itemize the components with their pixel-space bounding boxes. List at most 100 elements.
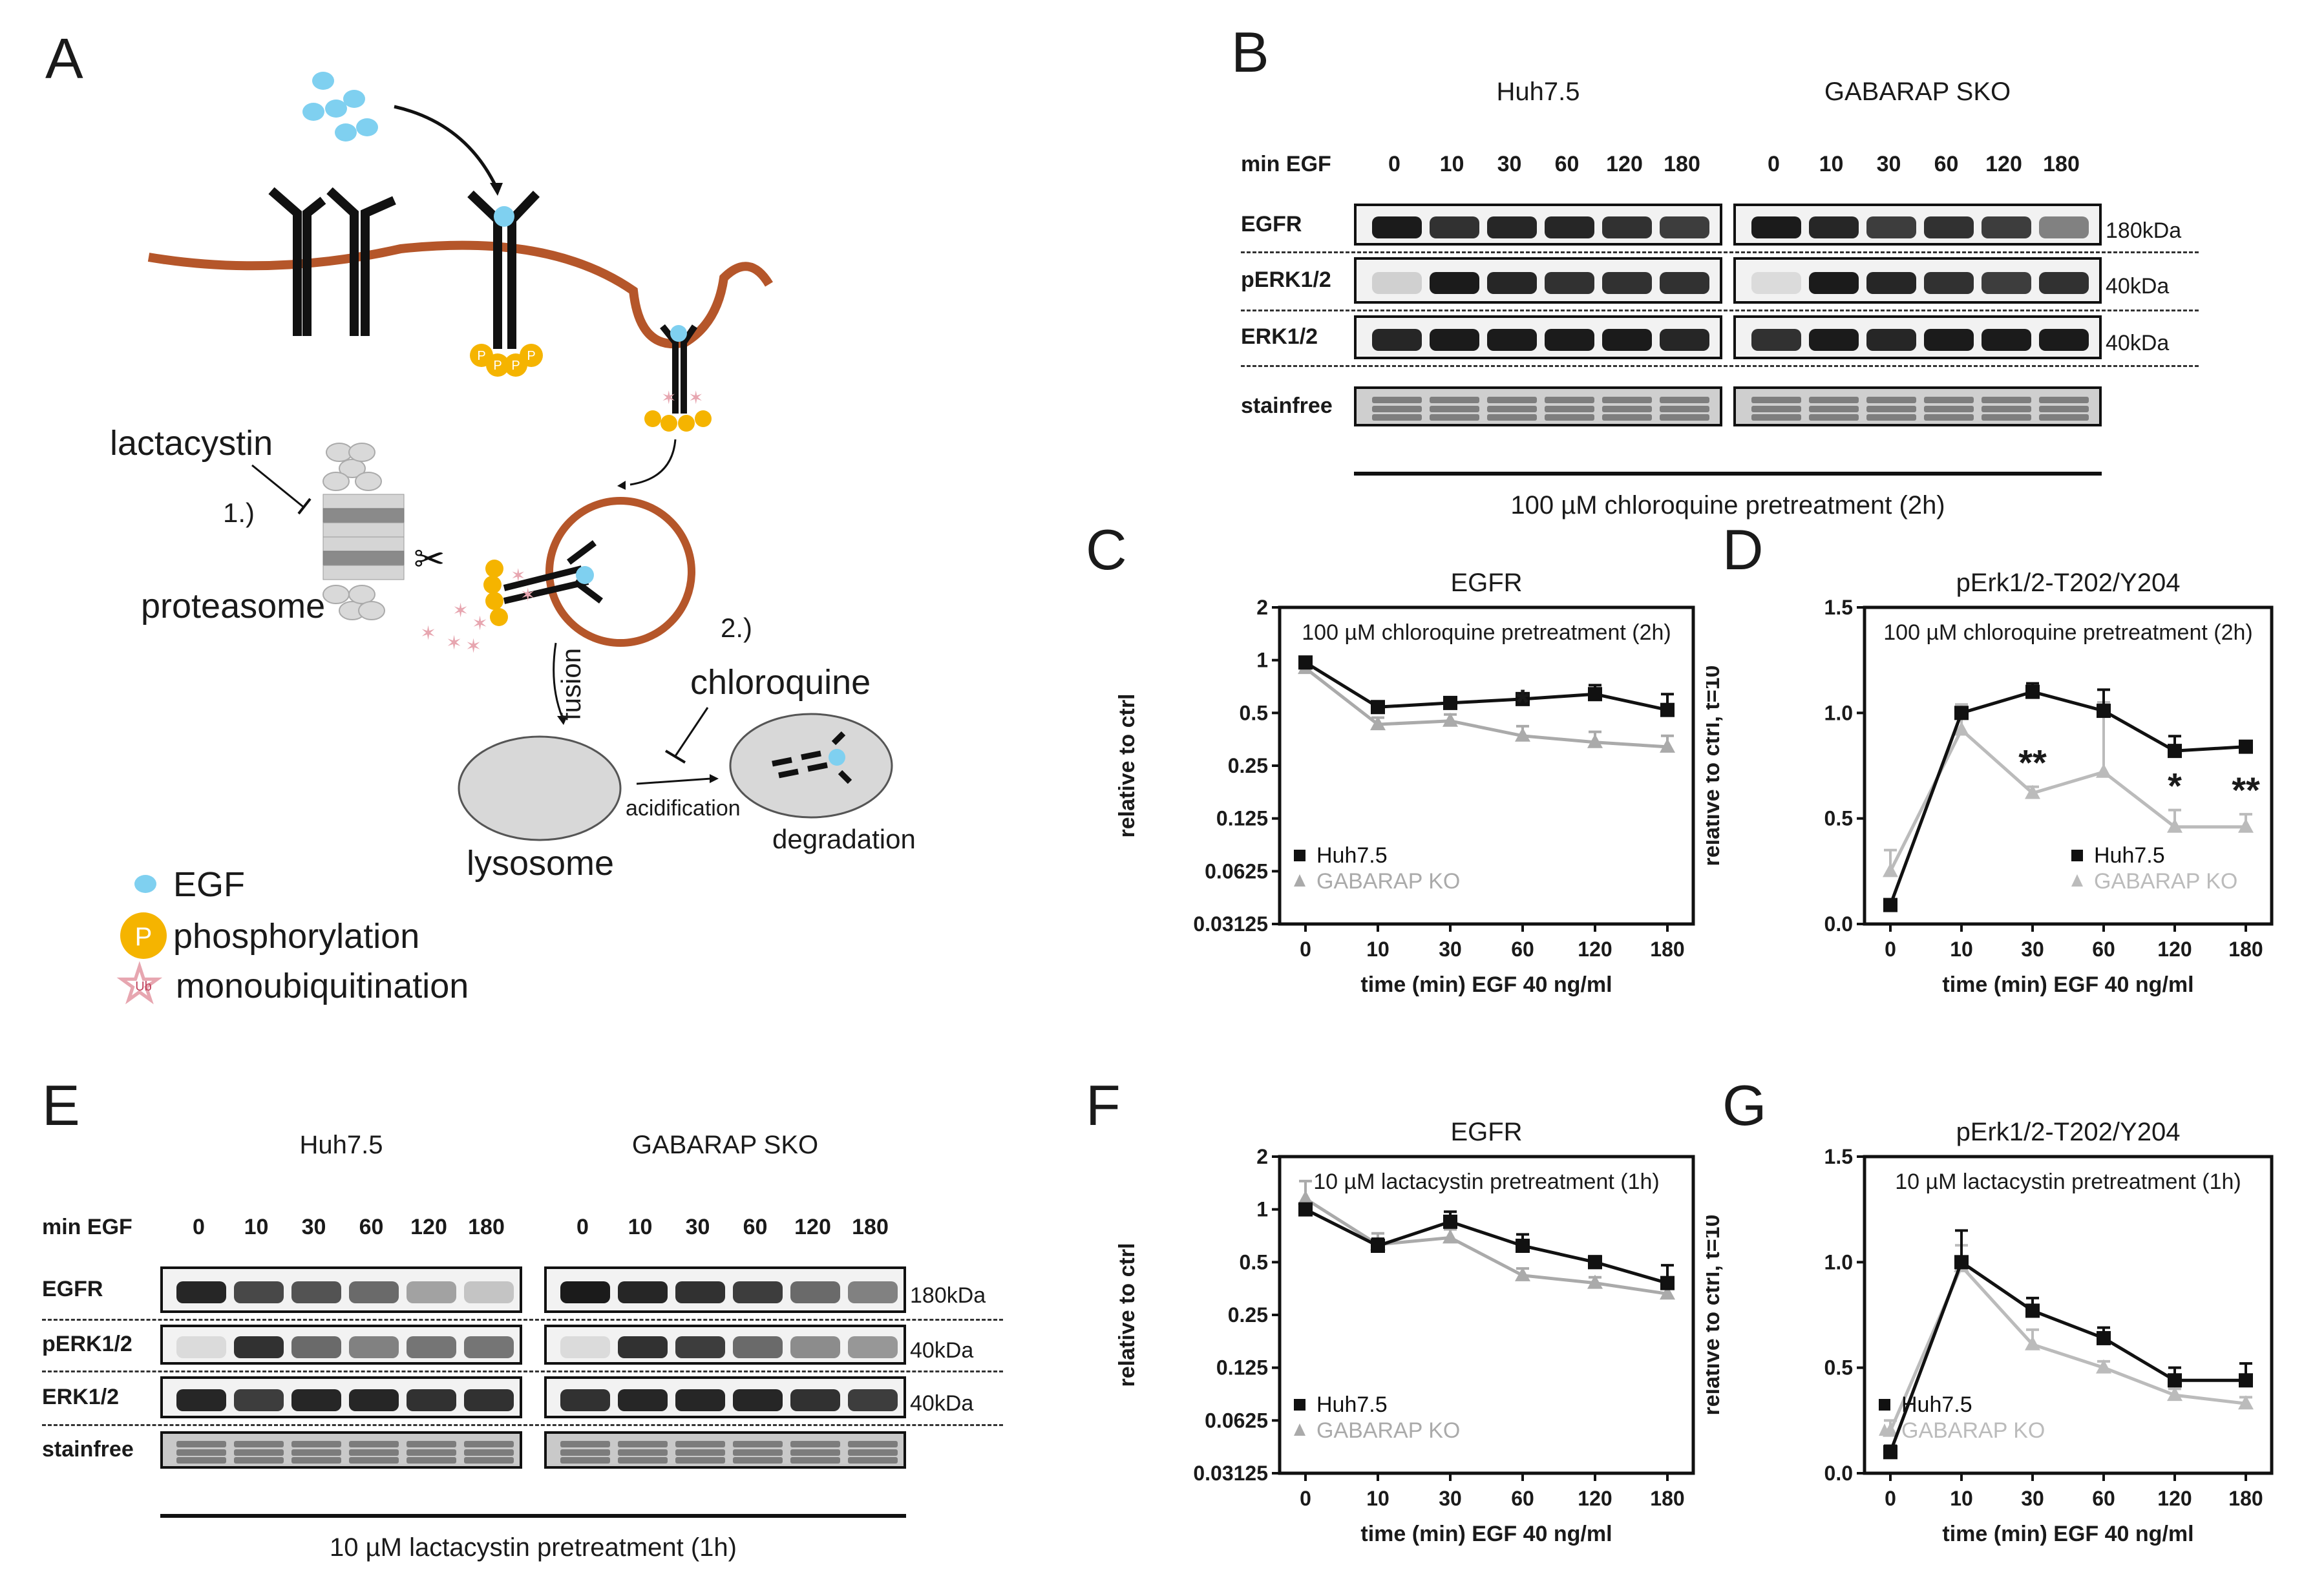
- plasma-membrane: [147, 240, 774, 349]
- y-tick-label: 0.25: [1228, 1303, 1268, 1327]
- legend-marker: [2071, 874, 2083, 887]
- data-point: [1587, 1274, 1603, 1289]
- stainfree-band: [1545, 414, 1594, 421]
- protein-band: [234, 1389, 284, 1411]
- stainfree-band: [234, 1441, 284, 1447]
- lactacystin-label: lactacystin: [110, 424, 273, 463]
- stainfree-band: [1602, 405, 1652, 412]
- y-tick-label: 1.5: [1824, 596, 1853, 619]
- plot-frame: [1863, 605, 2274, 926]
- protein-band: [1809, 272, 1859, 294]
- protein-band: [1660, 272, 1709, 294]
- proteasome-rings: [322, 494, 405, 580]
- stainfree-band: [675, 1449, 725, 1456]
- series-line: [1888, 727, 2246, 872]
- molecular-weight-label: 40kDa: [910, 1338, 974, 1363]
- protein-band: [733, 1336, 783, 1358]
- blot-strip: [160, 1325, 522, 1365]
- significance-marker: **: [2018, 742, 2047, 783]
- y-axis-label: relative to ctrl: [1115, 694, 1139, 838]
- data-point: [1660, 1285, 1675, 1300]
- stainfree-band: [1809, 405, 1859, 412]
- egf-dot-icon: [134, 875, 156, 893]
- x-axis-label: time (min) EGF 40 ng/ml: [1942, 1522, 2193, 1546]
- stainfree-band: [790, 1441, 840, 1447]
- step1-label: 1.): [223, 498, 255, 528]
- svg-text:P: P: [493, 359, 502, 373]
- protein-band: [1751, 216, 1801, 238]
- protein-band: [848, 1389, 898, 1411]
- y-tick-label: 0.125: [1216, 807, 1268, 830]
- protein-band: [1866, 329, 1916, 351]
- y-axis-label: relative to ctrl: [1115, 1243, 1139, 1387]
- ubiquitin-star-icon: ☆: [116, 955, 163, 1013]
- lane-timepoint: 180: [2043, 152, 2080, 176]
- egf-ligand-cluster: [302, 72, 378, 142]
- x-tick-label: 120: [2157, 1487, 2192, 1510]
- protein-band: [618, 1389, 668, 1411]
- lane-timepoint: 120: [1606, 152, 1643, 176]
- legend-label: GABARAP KO: [1316, 869, 1460, 894]
- svg-text:✶: ✶: [420, 623, 436, 644]
- protein-band: [733, 1281, 783, 1303]
- svg-text:Ub: Ub: [135, 980, 152, 994]
- legend-label: GABARAP KO: [2094, 869, 2237, 894]
- x-tick-label: 10: [1366, 1487, 1390, 1510]
- treatment-caption: 10 µM lactacystin pretreatment (1h): [330, 1533, 737, 1562]
- stainfree-band: [1430, 414, 1479, 421]
- protein-band: [176, 1336, 226, 1358]
- data-point: [2096, 1359, 2111, 1374]
- stainfree-band: [1809, 414, 1859, 421]
- x-axis-label: time (min) EGF 40 ng/ml: [1942, 972, 2193, 997]
- lane-timepoint: 30: [1497, 152, 1522, 176]
- fusion-label: fusion: [556, 647, 586, 720]
- stainfree-band: [1660, 396, 1709, 403]
- svg-text:✶: ✶: [688, 388, 703, 408]
- legend-label: Huh7.5: [1901, 1392, 1972, 1417]
- blot-strip: [1354, 204, 1722, 246]
- protein-band: [560, 1281, 610, 1303]
- data-point: [1298, 655, 1313, 670]
- blot-strip: [1354, 386, 1722, 426]
- data-point: [2238, 818, 2254, 833]
- protein-band: [560, 1389, 610, 1411]
- svg-text:✶: ✶: [452, 600, 469, 622]
- stainfree-band: [618, 1457, 668, 1464]
- binding-arrow: [394, 105, 498, 189]
- blot-strip: [544, 1266, 906, 1313]
- protein-band: [1982, 272, 2031, 294]
- y-tick-label: 0.5: [1240, 701, 1268, 724]
- protein-band: [1545, 329, 1594, 351]
- lane-timepoint: 10: [1819, 152, 1844, 176]
- series-line: [1304, 1197, 1668, 1296]
- stainfree-band: [349, 1457, 399, 1464]
- chart-title: pErk1/2-T202/Y204: [1956, 569, 2181, 597]
- protein-band: [1602, 329, 1652, 351]
- stainfree-band: [848, 1449, 898, 1456]
- protein-band: [790, 1281, 840, 1303]
- stainfree-band: [1660, 405, 1709, 412]
- treatment-bar: [160, 1514, 906, 1518]
- row-divider: [1241, 310, 2199, 311]
- stainfree-band: [1924, 405, 1974, 412]
- data-point: [1298, 1190, 1313, 1205]
- stainfree-band: [1809, 396, 1859, 403]
- svg-text:P: P: [527, 349, 535, 363]
- stainfree-band: [291, 1441, 341, 1447]
- stainfree-band: [848, 1441, 898, 1447]
- legend-label: Huh7.5: [1316, 843, 1388, 868]
- stainfree-band: [176, 1441, 226, 1447]
- protein-band: [1660, 216, 1709, 238]
- data-point: [1660, 702, 1675, 717]
- data-point: [1371, 1238, 1385, 1253]
- blot-strip: [1733, 204, 2102, 246]
- panel-letter-c: C: [1086, 518, 1127, 582]
- stainfree-band: [2039, 414, 2089, 421]
- data-point: [1588, 687, 1602, 702]
- lane-timepoint: 60: [1934, 152, 1959, 176]
- lysosome: [458, 735, 622, 841]
- lane-timepoint: 0: [1768, 152, 1780, 176]
- x-tick-label: 180: [2228, 938, 2263, 961]
- x-tick-label: 10: [1950, 938, 1973, 961]
